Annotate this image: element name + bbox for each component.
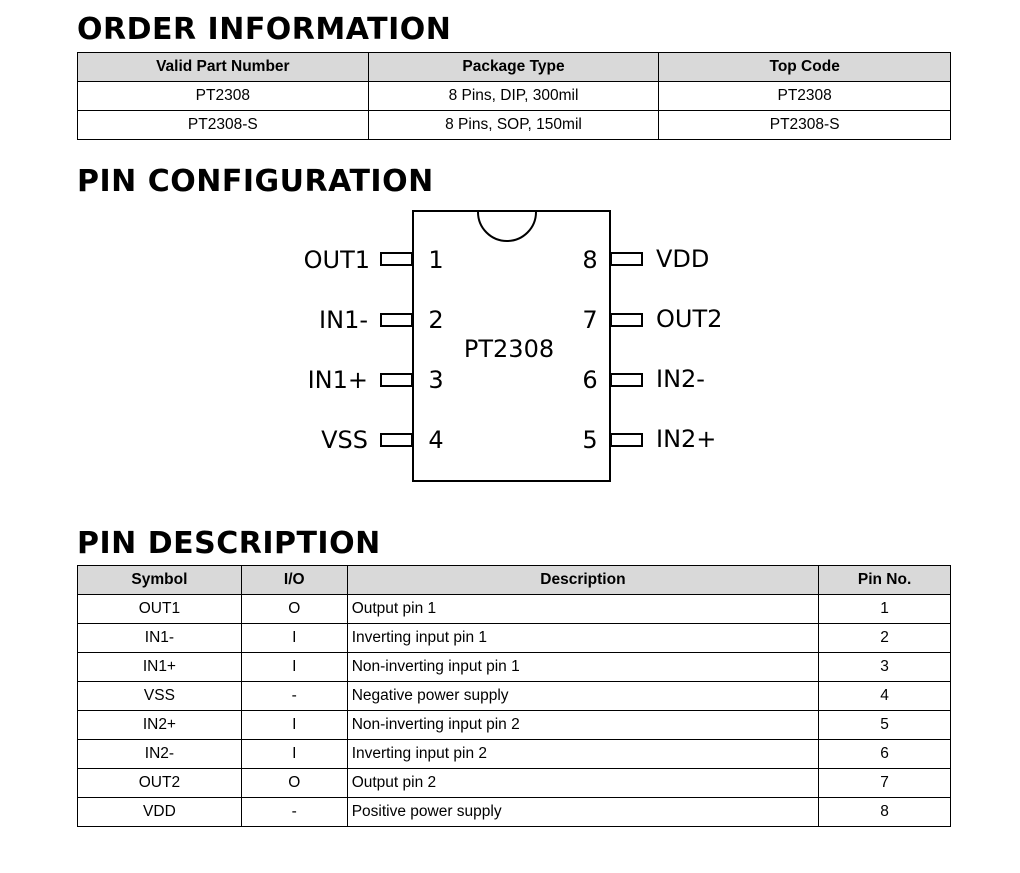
pin-lead-3 bbox=[380, 373, 413, 387]
order-information-title: ORDER INFORMATION bbox=[77, 12, 452, 47]
pin-no-cell: 4 bbox=[818, 681, 951, 711]
header-package-type: Package Type bbox=[367, 52, 660, 82]
description-cell: Positive power supply bbox=[346, 797, 820, 827]
table-row: PT2308 8 Pins, DIP, 300mil PT2308 bbox=[77, 81, 951, 111]
pin-no-cell: 2 bbox=[818, 623, 951, 653]
package-type-cell: 8 Pins, SOP, 150mil bbox=[367, 110, 660, 140]
pin-number-3: 3 bbox=[428, 366, 443, 394]
pin-no-cell: 7 bbox=[818, 768, 951, 798]
table-row: IN2- I Inverting input pin 2 6 bbox=[77, 739, 951, 769]
pin-number-2: 2 bbox=[428, 306, 443, 334]
header-top-code: Top Code bbox=[658, 52, 951, 82]
symbol-cell: IN1- bbox=[77, 623, 242, 653]
pin-no-cell: 5 bbox=[818, 710, 951, 740]
symbol-cell: OUT1 bbox=[77, 594, 242, 624]
pin-number-7: 7 bbox=[582, 306, 597, 334]
part-number-cell: PT2308-S bbox=[77, 110, 369, 140]
table-row: VSS - Negative power supply 4 bbox=[77, 681, 951, 711]
pin-no-cell: 8 bbox=[818, 797, 951, 827]
chip-label: PT2308 bbox=[464, 335, 554, 363]
pin-no-cell: 1 bbox=[818, 594, 951, 624]
pin-name-out2: OUT2 bbox=[656, 305, 722, 333]
pin-lead-6 bbox=[610, 373, 643, 387]
ic-package-body bbox=[412, 210, 611, 482]
io-cell: - bbox=[240, 681, 348, 711]
top-code-cell: PT2308 bbox=[658, 81, 951, 111]
io-cell: I bbox=[240, 623, 348, 653]
pin-name-vss: VSS bbox=[321, 426, 368, 454]
table-row: OUT1 O Output pin 1 1 bbox=[77, 594, 951, 624]
top-code-cell: PT2308-S bbox=[658, 110, 951, 140]
symbol-cell: VSS bbox=[77, 681, 242, 711]
pin-number-5: 5 bbox=[582, 426, 597, 454]
table-header-row: Valid Part Number Package Type Top Code bbox=[77, 52, 951, 82]
io-cell: O bbox=[240, 594, 348, 624]
pin-name-vdd: VDD bbox=[656, 245, 709, 273]
pin-name-in2-minus: IN2- bbox=[656, 365, 705, 393]
pin-name-in2-plus: IN2+ bbox=[656, 425, 716, 453]
pin1-notch bbox=[477, 211, 537, 242]
header-valid-part-number: Valid Part Number bbox=[77, 52, 369, 82]
pin-lead-1 bbox=[380, 252, 413, 266]
pin-name-in1-plus: IN1+ bbox=[308, 366, 368, 394]
table-row: IN2+ I Non-inverting input pin 2 5 bbox=[77, 710, 951, 740]
description-cell: Non-inverting input pin 2 bbox=[346, 710, 820, 740]
description-cell: Non-inverting input pin 1 bbox=[346, 652, 820, 682]
symbol-cell: IN1+ bbox=[77, 652, 242, 682]
symbol-cell: IN2+ bbox=[77, 710, 242, 740]
pin-configuration-title: PIN CONFIGURATION bbox=[77, 164, 434, 199]
table-row: IN1- I Inverting input pin 1 2 bbox=[77, 623, 951, 653]
pin-lead-5 bbox=[610, 433, 643, 447]
description-cell: Negative power supply bbox=[346, 681, 820, 711]
description-cell: Output pin 2 bbox=[346, 768, 820, 798]
pin-number-8: 8 bbox=[582, 246, 597, 274]
pin-number-1: 1 bbox=[428, 246, 443, 274]
pin-number-4: 4 bbox=[428, 426, 443, 454]
pin-description-table: Symbol I/O Description Pin No. OUT1 O Ou… bbox=[77, 565, 951, 827]
pin-lead-4 bbox=[380, 433, 413, 447]
pin-lead-2 bbox=[380, 313, 413, 327]
order-information-table: Valid Part Number Package Type Top Code … bbox=[77, 52, 951, 140]
pin-lead-8 bbox=[610, 252, 643, 266]
description-cell: Inverting input pin 1 bbox=[346, 623, 820, 653]
package-type-cell: 8 Pins, DIP, 300mil bbox=[367, 81, 660, 111]
description-cell: Inverting input pin 2 bbox=[346, 739, 820, 769]
io-cell: - bbox=[240, 797, 348, 827]
header-symbol: Symbol bbox=[77, 565, 242, 595]
pin-lead-7 bbox=[610, 313, 643, 327]
symbol-cell: VDD bbox=[77, 797, 242, 827]
pin-number-6: 6 bbox=[582, 366, 597, 394]
io-cell: I bbox=[240, 739, 348, 769]
table-row: PT2308-S 8 Pins, SOP, 150mil PT2308-S bbox=[77, 110, 951, 140]
description-cell: Output pin 1 bbox=[346, 594, 820, 624]
pin-no-cell: 6 bbox=[818, 739, 951, 769]
io-cell: O bbox=[240, 768, 348, 798]
table-header-row: Symbol I/O Description Pin No. bbox=[77, 565, 951, 595]
pin-name-out1: OUT1 bbox=[304, 246, 370, 274]
symbol-cell: OUT2 bbox=[77, 768, 242, 798]
header-pin-no: Pin No. bbox=[818, 565, 951, 595]
io-cell: I bbox=[240, 652, 348, 682]
table-row: VDD - Positive power supply 8 bbox=[77, 797, 951, 827]
pin-description-title: PIN DESCRIPTION bbox=[77, 526, 381, 561]
table-row: IN1+ I Non-inverting input pin 1 3 bbox=[77, 652, 951, 682]
header-io: I/O bbox=[240, 565, 348, 595]
symbol-cell: IN2- bbox=[77, 739, 242, 769]
header-description: Description bbox=[346, 565, 820, 595]
pin-name-in1-minus: IN1- bbox=[319, 306, 368, 334]
table-row: OUT2 O Output pin 2 7 bbox=[77, 768, 951, 798]
pin-no-cell: 3 bbox=[818, 652, 951, 682]
io-cell: I bbox=[240, 710, 348, 740]
